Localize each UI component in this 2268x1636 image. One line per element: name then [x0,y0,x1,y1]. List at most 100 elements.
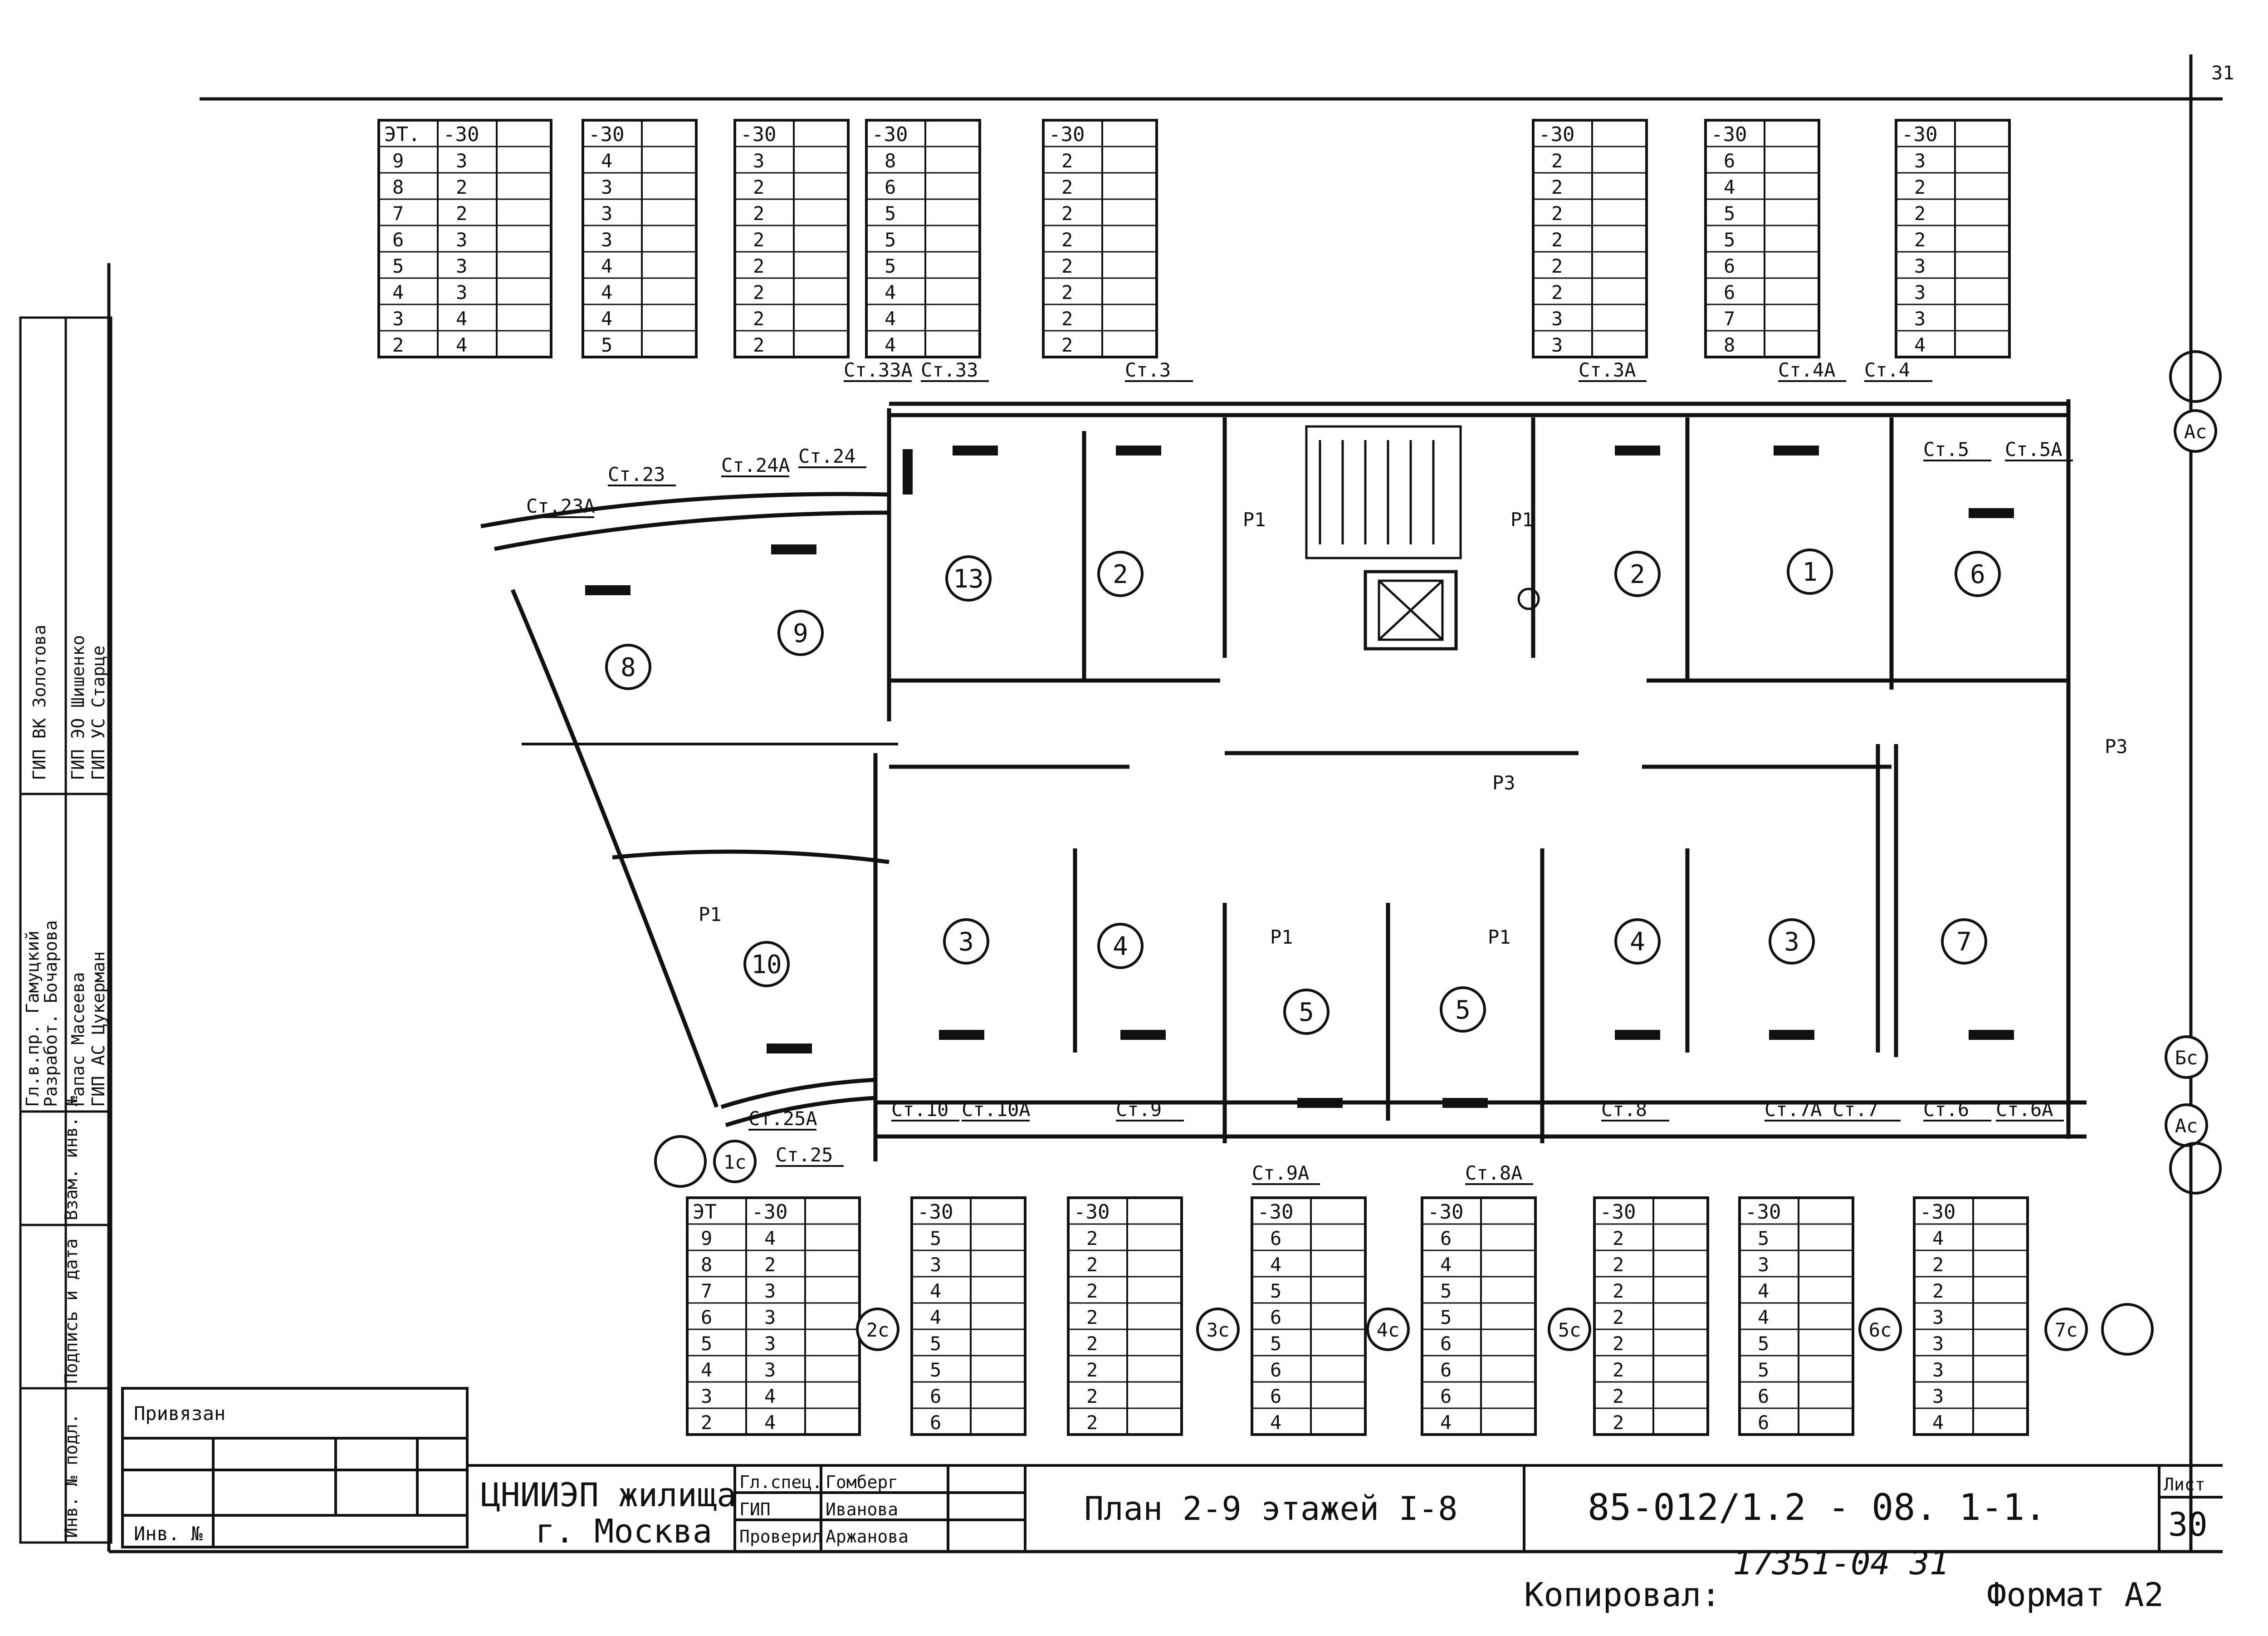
riser-label: Ст.23 [608,463,665,485]
axis-circle [2165,1035,2208,1079]
room-circle [1769,918,1815,965]
table-value-cell: 5 [1758,1227,1769,1249]
table-value-cell: 8 [885,150,896,172]
table-floor-cell: 5 [392,255,404,277]
room-number-text: 2 [1630,560,1645,589]
table-frame [377,119,552,358]
table-value-cell: 2 [1551,202,1563,225]
table-value-cell: 4 [456,308,467,330]
table-frame [1067,1196,1183,1436]
room-number-13: 4 [1614,918,1661,965]
table-value-cell: 2 [1613,1359,1624,1381]
table-value-cell: 8 [1724,334,1735,356]
riser-label: Ст.9А [1252,1162,1309,1184]
table-header: -30 [1901,123,1937,146]
riser-label: Ст.25А [748,1107,817,1130]
room-circle [1283,989,1330,1035]
room-number-text: 4 [1113,932,1128,961]
room-number-text: 10 [751,950,782,980]
table-floor-header: ЭТ. [384,123,420,146]
table-value-cell: 2 [1086,1359,1098,1381]
room-number-8: 10 [743,941,790,987]
table-floor-cell: 4 [701,1359,712,1381]
table-value-cell: 6 [930,1411,941,1434]
table-value-cell: 2 [1086,1227,1098,1249]
table-value-cell: 2 [753,202,764,225]
table-frame [582,119,698,358]
inv-label: Инв. № [134,1523,203,1545]
table-value-cell: 4 [1932,1411,1944,1434]
table-floor-cell: 8 [701,1254,712,1276]
axis-bubble-5: 2с [856,1308,899,1351]
table-value-cell: 4 [930,1280,941,1302]
room-circle [1097,923,1144,969]
axis-bubble-1: Ас [2174,409,2217,453]
table-frame [686,1196,861,1436]
table-value-cell: 5 [1724,229,1735,251]
table-header: -30 [917,1200,953,1224]
table-value-cell: 4 [1758,1280,1769,1302]
room-number-text: 13 [953,564,983,594]
table-value-cell: 4 [764,1411,776,1434]
table-value-cell: 3 [1914,308,1926,330]
table-frame [1251,1196,1367,1436]
sheet-label: Лист [2164,1474,2205,1494]
table-value-cell: 6 [1440,1359,1452,1381]
table-value-cell: 3 [456,150,467,172]
table-floor-cell: 3 [701,1385,712,1407]
table-value-cell: 5 [885,202,896,225]
table-frame [733,119,850,358]
riser-label: Ст.5 [1923,438,1969,460]
name-1: Гомберг [826,1472,898,1492]
table-value-cell: 2 [1551,150,1563,172]
riser-group-label: Р3 [1492,772,1515,794]
axis-bubble-7: 4с [1366,1308,1410,1351]
table-value-cell: 2 [1932,1280,1944,1302]
table-value-cell: 2 [1613,1332,1624,1355]
drawing-code: 85-012/1.2 - 08. 1-1. [1588,1486,2046,1528]
table-value-cell: 3 [1551,334,1563,356]
axis-label: 3с [1207,1319,1230,1341]
table-floor-cell: 8 [392,176,404,198]
room-number-15: 7 [1941,918,1987,965]
riser-group-label: Р1 [1270,926,1293,948]
side-upper-1: ГИП ВК Золотова [29,625,49,780]
table-value-cell: 6 [1724,281,1735,304]
table-value-cell: 6 [930,1385,941,1407]
table-frame [1532,119,1648,358]
riser-label: Ст.4А [1778,359,1835,381]
table-value-cell: 2 [1613,1385,1624,1407]
table-value-cell: 5 [930,1359,941,1381]
table-value-cell: 2 [1613,1306,1624,1328]
room-number-text: 8 [621,653,636,682]
axis-label: 7с [2055,1319,2078,1341]
table-value-cell: 6 [1440,1227,1452,1249]
table-value-cell: 2 [1551,255,1563,277]
room-number-4: 1 [1787,549,1833,595]
room-number-1: 13 [945,555,992,602]
stair-core [1305,425,1540,651]
room-circle [777,610,824,656]
table-value-cell: 5 [930,1227,941,1249]
blank-axis-circle [2101,1303,2154,1356]
org-name: ЦНИИЭП жилища [481,1476,737,1514]
table-value-cell: 3 [764,1359,776,1381]
table-value-cell: 2 [1061,202,1073,225]
drawing-title: План 2-9 этажей I-8 [1084,1489,1458,1528]
room-number-3: 2 [1614,551,1661,597]
corner-sheet-number: 31 [2211,62,2234,84]
table-value-cell: 2 [1613,1411,1624,1434]
table-frame [1593,1196,1709,1436]
table-value-cell: 2 [456,202,467,225]
table-value-cell: 2 [1061,334,1073,356]
blank-axis-circle [2169,1142,2222,1195]
